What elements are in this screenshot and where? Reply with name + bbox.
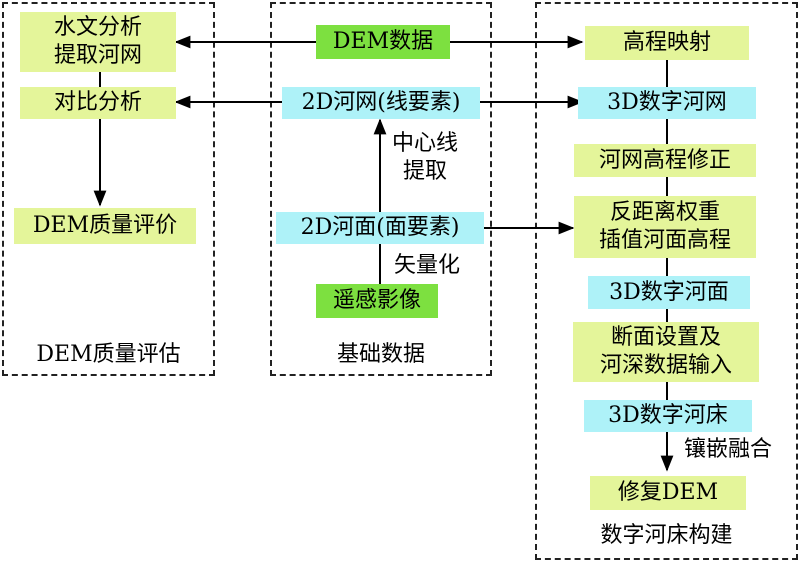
label-centerline-extract: 中心线 提取 <box>392 131 459 184</box>
panel-riverbed-build <box>535 2 798 560</box>
node-3d-river-surface: 3D数字河面 <box>588 276 750 309</box>
node-2d-river-surface: 2D河面(面要素) <box>276 212 484 244</box>
panel-title-middle: 基础数据 <box>336 342 425 367</box>
panel-title-left: DEM质量评估 <box>36 342 181 367</box>
node-section-setup: 断面设置及 河深数据输入 <box>573 322 759 382</box>
node-fixed-dem: 修复DEM <box>590 476 746 510</box>
label-vectorize: 矢量化 <box>394 253 461 278</box>
node-compare: 对比分析 <box>20 87 176 119</box>
panel-base-data <box>270 2 492 376</box>
node-elev-mapping: 高程映射 <box>585 26 749 60</box>
node-remote-sensing: 遥感影像 <box>316 284 438 318</box>
panel-dem-quality <box>2 2 215 376</box>
node-hydro-extract: 水文分析 提取河网 <box>20 12 176 72</box>
label-mosaic-fusion: 镶嵌融合 <box>684 437 773 462</box>
node-dem-quality-eval: DEM质量评价 <box>14 208 196 244</box>
node-idw-interp: 反距离权重 插值河面高程 <box>574 196 756 258</box>
panel-title-right: 数字河床构建 <box>600 523 733 548</box>
node-net-elev-fix: 河网高程修正 <box>574 144 756 177</box>
node-2d-river-net: 2D河网(线要素) <box>282 87 480 119</box>
node-3d-river-bed: 3D数字河床 <box>584 400 752 432</box>
node-3d-river-net: 3D数字河网 <box>578 87 756 119</box>
node-dem-data: DEM数据 <box>316 25 450 59</box>
